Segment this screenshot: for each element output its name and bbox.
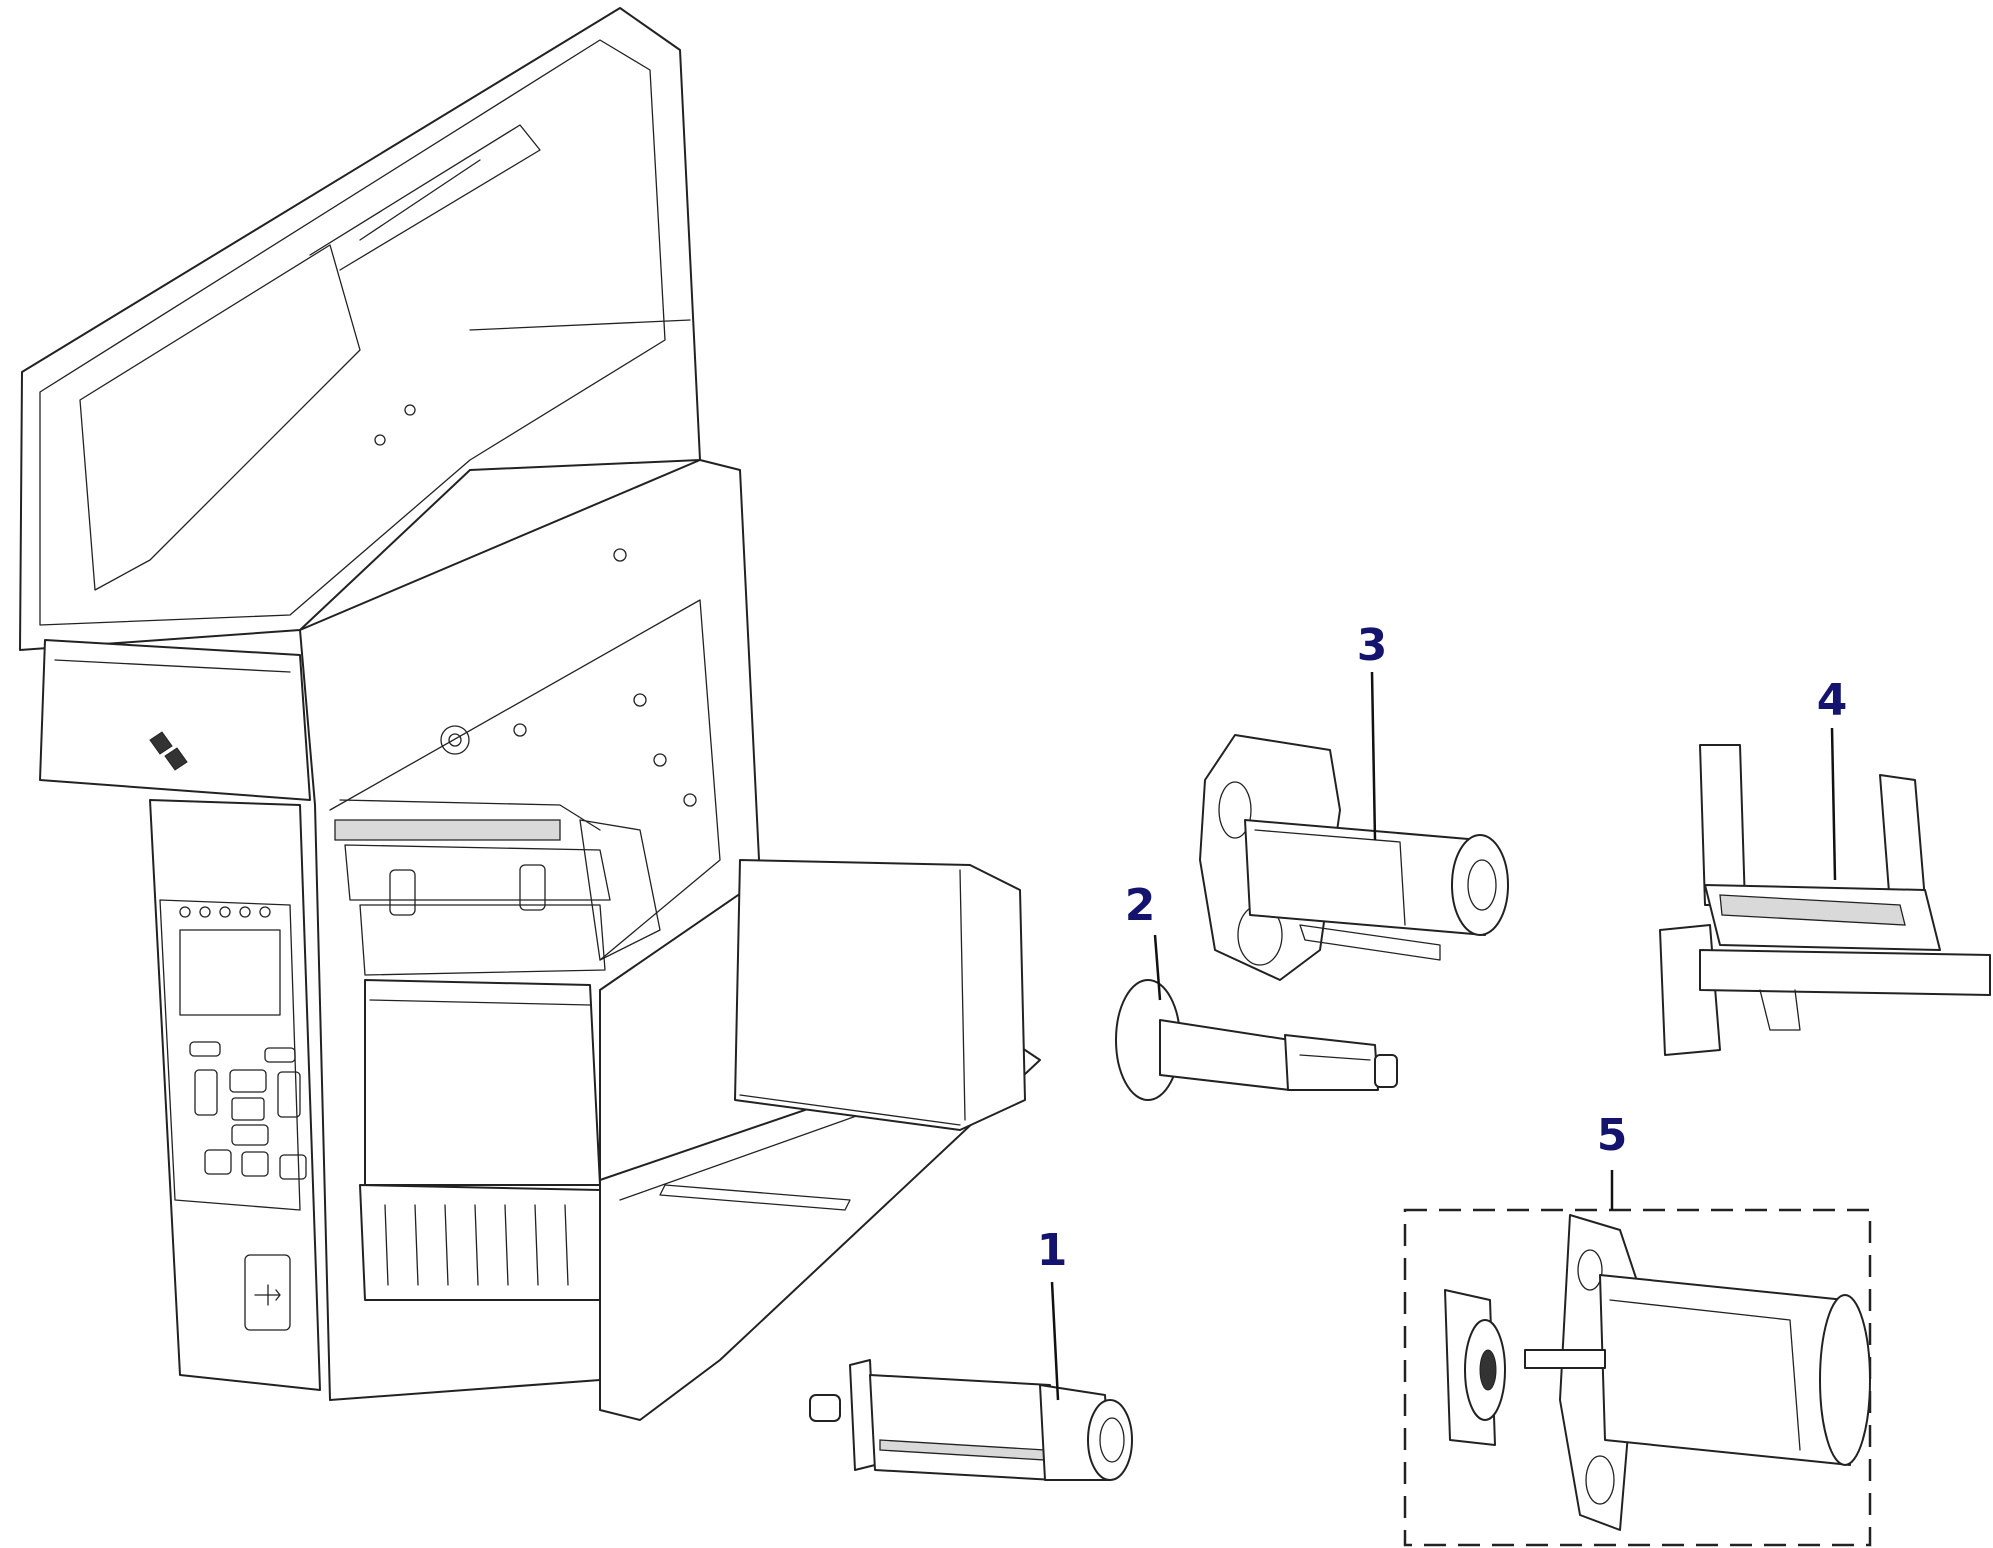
printer-body bbox=[19, 7, 1041, 1421]
front-slots bbox=[384, 1204, 569, 1286]
callout-3: 3 bbox=[1357, 620, 1388, 671]
callout-4: 4 bbox=[1817, 675, 1848, 726]
leader-4 bbox=[1830, 727, 1837, 881]
part-2-takeup-spindle bbox=[1115, 979, 1398, 1101]
leader-lines bbox=[1050, 671, 1837, 1401]
control-panel-leds bbox=[179, 906, 271, 918]
callout-5: 5 bbox=[1597, 1110, 1628, 1161]
callout-1: 1 bbox=[1037, 1225, 1068, 1276]
leader-3 bbox=[1370, 671, 1377, 841]
callouts: 1 2 3 4 5 bbox=[1037, 620, 1848, 1276]
leader-2 bbox=[1153, 934, 1162, 1001]
part-4-ribbon-assembly bbox=[1659, 744, 1991, 1056]
leader-1 bbox=[1050, 1281, 1060, 1401]
part-5-rewind-kit bbox=[1403, 1208, 1872, 1547]
usb-icon bbox=[244, 1254, 291, 1331]
brand-logo-icon bbox=[149, 731, 188, 771]
callout-2: 2 bbox=[1125, 880, 1156, 931]
control-panel-buttons bbox=[189, 1041, 307, 1180]
part-3-spindle-bracket bbox=[1199, 734, 1509, 981]
part-1-supply-spindle bbox=[809, 1359, 1133, 1481]
